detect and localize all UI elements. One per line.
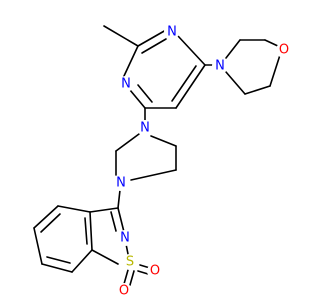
bond-pip-3 — [130, 169, 177, 181]
bond-benz-2b — [40, 213, 61, 233]
bond-bit-3 — [91, 249, 119, 265]
bond-benz-4b — [46, 256, 71, 264]
atom-n-piperazine-top: N — [137, 120, 153, 136]
atom-o-morpholine-text: O — [279, 43, 289, 58]
bonds — [33, 25, 281, 286]
bond-so-left-b — [129, 270, 135, 286]
bond-pyr-5b — [137, 84, 153, 103]
bond-morph-4 — [269, 54, 281, 87]
atom-n-pyrimidine-top-text: N — [167, 25, 177, 40]
atom-o-sulfonyl-right: O — [147, 263, 163, 279]
bond-pip-1 — [150, 135, 177, 147]
atom-labels: N N N O N N N S — [113, 23, 292, 299]
atom-o-sulfonyl-left: O — [116, 283, 132, 299]
bond-benz-2 — [33, 205, 59, 229]
bond-benz-3 — [33, 227, 43, 265]
bond-benz-6 — [84, 217, 88, 245]
atom-o-sulfonyl-right-text: O — [150, 264, 160, 279]
atom-s-sulfonyl-text: S — [126, 255, 134, 270]
atom-o-sulfonyl-left-text: O — [119, 284, 129, 299]
bond-pyr-2 — [177, 35, 206, 66]
bond-bit-5 — [89, 207, 119, 213]
bond-bit-4 — [89, 211, 93, 251]
bond-so-right-b — [137, 270, 149, 275]
bond-benz-4 — [41, 263, 73, 273]
bond-pyr-1b — [141, 38, 167, 54]
bond-benz-1 — [57, 205, 91, 213]
bond-morph-5 — [244, 85, 271, 95]
atom-n-piperazine-top-text: N — [140, 121, 150, 136]
atom-n-pyrimidine-left-text: N — [121, 77, 131, 92]
atom-n-piperazine-bottom: N — [113, 175, 129, 191]
bond-morph-6 — [225, 71, 246, 95]
atom-n-piperazine-bottom-text: N — [116, 176, 126, 191]
bond-pyr-5 — [129, 89, 146, 109]
molecule-structure: N N N O N N N S — [33, 23, 292, 299]
atom-n-isothiazole: N — [117, 230, 133, 246]
atom-n-isothiazole-text: N — [120, 231, 130, 246]
atom-n-morpholine-text: N — [215, 59, 225, 74]
bond-pyr-3b — [171, 65, 197, 102]
bond-pip-bit — [117, 189, 121, 209]
bond-pyr-3 — [175, 64, 206, 109]
atom-n-morpholine: N — [212, 58, 228, 74]
bond-methyl — [103, 25, 139, 47]
bond-bit-1 — [117, 207, 125, 233]
bond-so-left — [123, 269, 129, 285]
bond-bit-1b — [110, 211, 117, 232]
atom-s-sulfonyl: S — [122, 254, 138, 270]
atom-n-pyrimidine-left: N — [118, 76, 134, 92]
bond-pyr-1 — [137, 29, 167, 47]
atom-n-pyrimidine-top: N — [164, 23, 180, 40]
bond-morph-1 — [225, 39, 241, 59]
atom-o-morpholine: O — [276, 42, 292, 58]
bond-pyr-6 — [123, 45, 139, 77]
bond-benz-5 — [71, 249, 93, 273]
bond-pip-5 — [115, 133, 140, 152]
